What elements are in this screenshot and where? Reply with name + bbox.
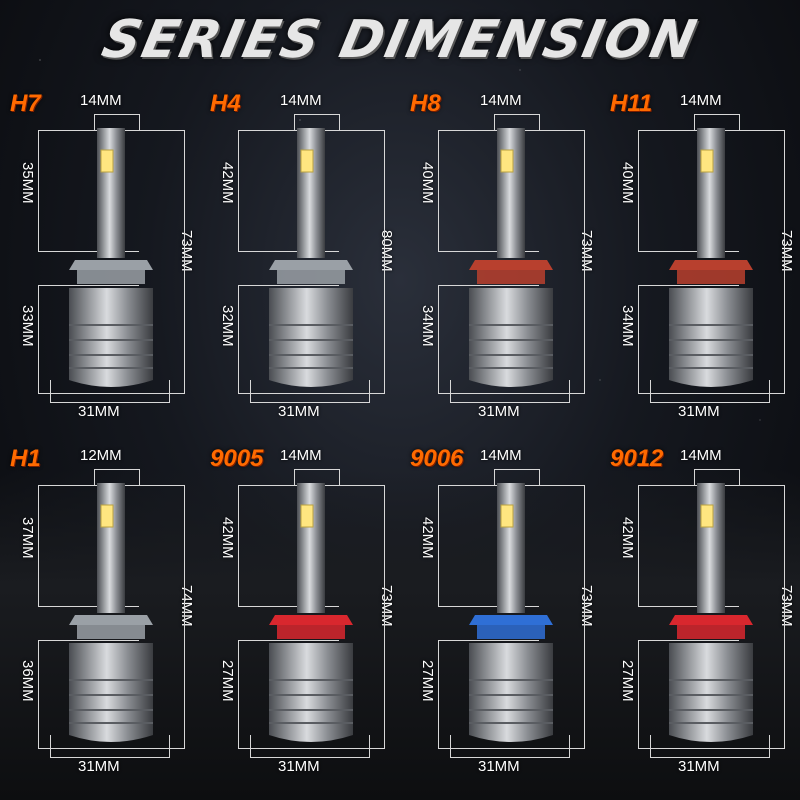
lower-dimension-box — [38, 285, 139, 394]
upper-height-label: 37MM — [19, 517, 36, 559]
bottom-width-label: 31MM — [278, 758, 320, 775]
upper-height-label: 42MM — [619, 517, 636, 559]
lower-height-label: 33MM — [19, 305, 36, 347]
top-width-box — [694, 469, 740, 486]
total-height-box — [538, 485, 585, 749]
page-title: SERIES DIMENSION — [96, 10, 704, 70]
bottom-width-box — [50, 380, 170, 403]
upper-height-label: 42MM — [219, 517, 236, 559]
upper-height-label: 40MM — [419, 162, 436, 204]
total-height-box — [138, 485, 185, 749]
top-width-label: 14MM — [680, 447, 722, 464]
bottom-width-box — [450, 380, 570, 403]
bulb-model-label: H11 — [610, 90, 653, 117]
lower-dimension-box — [238, 285, 339, 394]
bottom-width-label: 31MM — [678, 403, 720, 420]
lower-height-label: 27MM — [419, 660, 436, 702]
bottom-width-box — [450, 735, 570, 758]
bulb-model-label: H4 — [210, 90, 241, 117]
bottom-width-label: 31MM — [78, 758, 120, 775]
upper-height-label: 42MM — [219, 162, 236, 204]
lower-dimension-box — [438, 285, 539, 394]
top-width-label: 14MM — [280, 447, 322, 464]
led-headlight-bulb-icon — [669, 128, 753, 387]
upper-dimension-box — [438, 485, 539, 607]
upper-dimension-box — [638, 485, 739, 607]
top-width-label: 14MM — [480, 447, 522, 464]
top-width-label: 14MM — [680, 92, 722, 109]
led-headlight-bulb-icon — [269, 128, 353, 387]
lower-height-label: 27MM — [619, 660, 636, 702]
bottom-width-label: 31MM — [278, 403, 320, 420]
top-width-box — [294, 114, 340, 131]
bottom-width-label: 31MM — [678, 758, 720, 775]
lower-dimension-box — [238, 640, 339, 749]
bulb-model-label: 9012 — [610, 445, 664, 472]
upper-dimension-box — [238, 130, 339, 252]
led-headlight-bulb-icon — [469, 128, 553, 387]
total-height-box — [138, 130, 185, 394]
top-width-box — [94, 114, 140, 131]
led-headlight-bulb-icon — [69, 128, 153, 387]
total-height-box — [738, 485, 785, 749]
total-height-box — [538, 130, 585, 394]
top-width-box — [694, 114, 740, 131]
top-width-box — [94, 469, 140, 486]
upper-height-label: 35MM — [19, 162, 36, 204]
upper-dimension-box — [38, 130, 139, 252]
bottom-width-label: 31MM — [478, 403, 520, 420]
bulb-model-label: 9006 — [410, 445, 464, 472]
top-width-label: 14MM — [80, 92, 122, 109]
led-headlight-bulb-icon — [269, 483, 353, 742]
bottom-width-label: 31MM — [478, 758, 520, 775]
total-height-box — [738, 130, 785, 394]
bulb-model-label: H7 — [10, 90, 41, 117]
lower-height-label: 27MM — [219, 660, 236, 702]
lower-height-label: 34MM — [619, 305, 636, 347]
bottom-width-box — [650, 735, 770, 758]
upper-dimension-box — [638, 130, 739, 252]
lower-height-label: 34MM — [419, 305, 436, 347]
lower-dimension-box — [38, 640, 139, 749]
bulb-model-label: H1 — [10, 445, 41, 472]
bottom-width-box — [650, 380, 770, 403]
lower-dimension-box — [638, 285, 739, 394]
upper-height-label: 42MM — [419, 517, 436, 559]
top-width-box — [494, 114, 540, 131]
bottom-width-box — [50, 735, 170, 758]
upper-dimension-box — [438, 130, 539, 252]
lower-height-label: 36MM — [19, 660, 36, 702]
total-height-box — [338, 130, 385, 394]
upper-dimension-box — [38, 485, 139, 607]
top-width-label: 14MM — [280, 92, 322, 109]
bottom-width-label: 31MM — [78, 403, 120, 420]
bulb-model-label: 9005 — [210, 445, 264, 472]
led-headlight-bulb-icon — [669, 483, 753, 742]
top-width-box — [494, 469, 540, 486]
lower-height-label: 32MM — [219, 305, 236, 347]
lower-dimension-box — [638, 640, 739, 749]
top-width-box — [294, 469, 340, 486]
top-width-label: 12MM — [80, 447, 122, 464]
bottom-width-box — [250, 380, 370, 403]
top-width-label: 14MM — [480, 92, 522, 109]
upper-height-label: 40MM — [619, 162, 636, 204]
bottom-width-box — [250, 735, 370, 758]
total-height-box — [338, 485, 385, 749]
bulb-model-label: H8 — [410, 90, 441, 117]
led-headlight-bulb-icon — [69, 483, 153, 742]
upper-dimension-box — [238, 485, 339, 607]
led-headlight-bulb-icon — [469, 483, 553, 742]
lower-dimension-box — [438, 640, 539, 749]
